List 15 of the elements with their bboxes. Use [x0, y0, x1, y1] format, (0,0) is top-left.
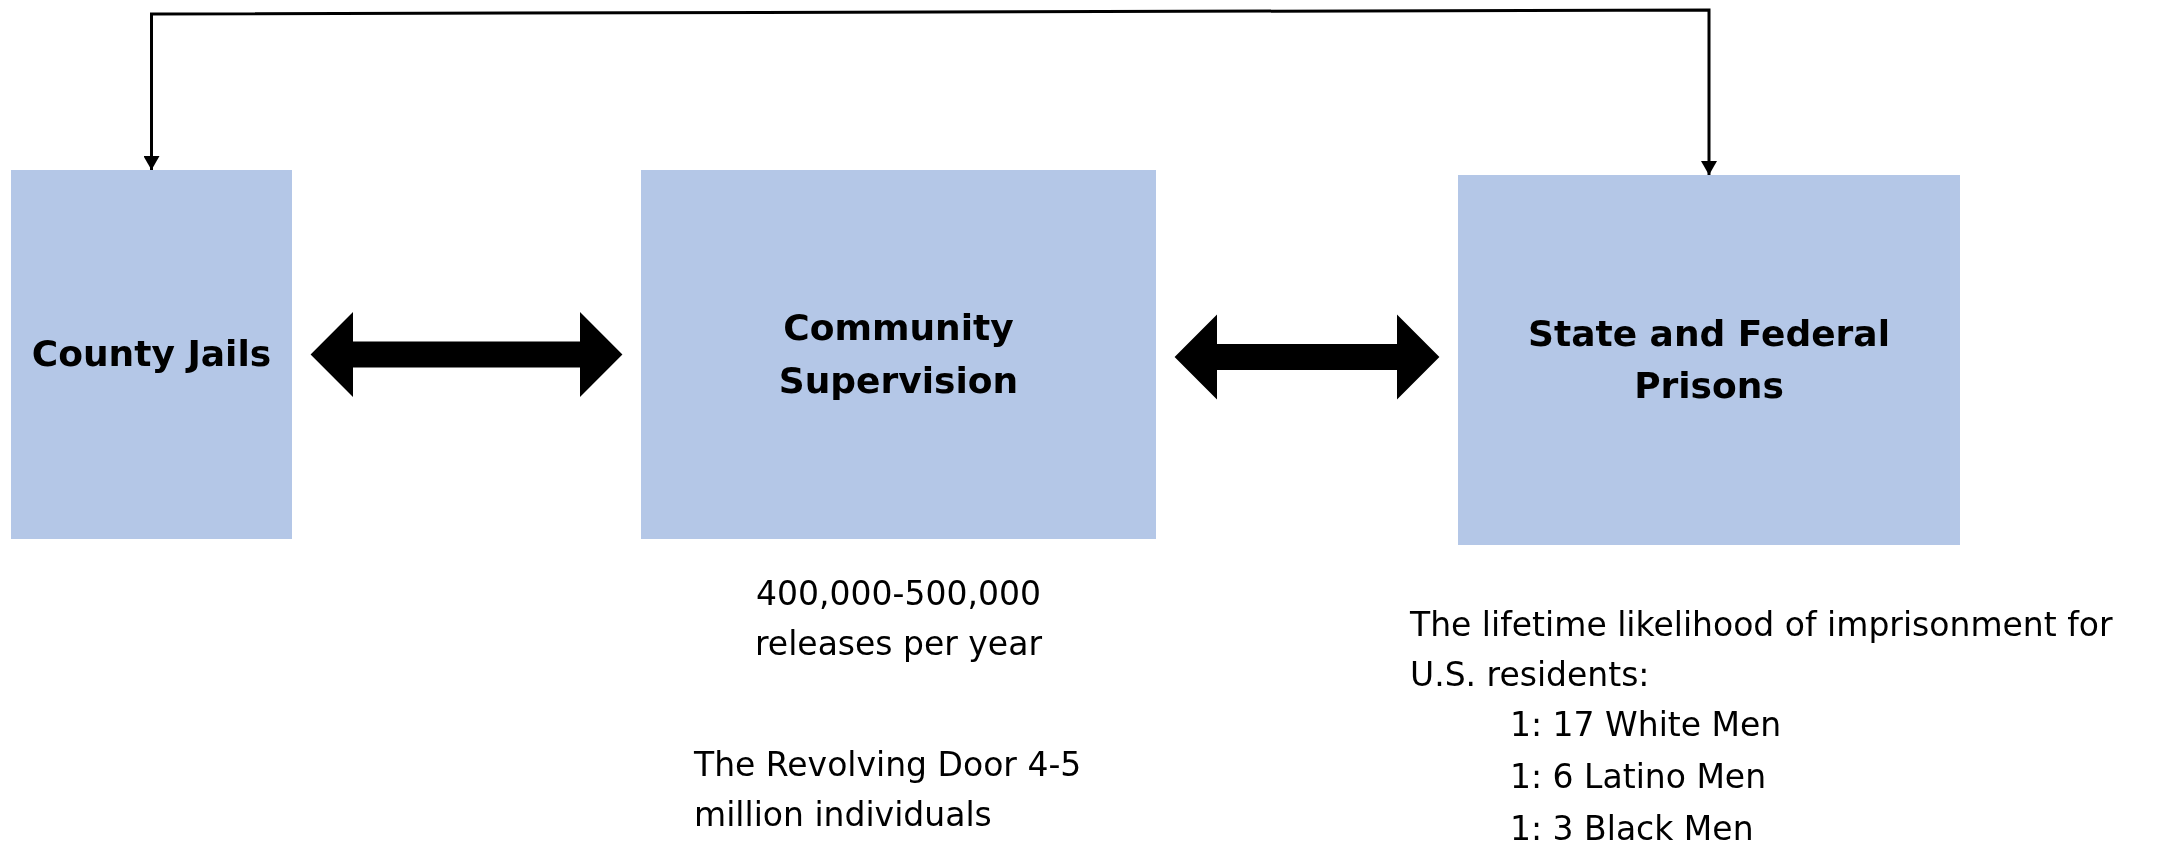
- box-title: County Jails: [31, 332, 272, 377]
- note-text: The Revolving Door 4-5 million individuals: [694, 744, 1083, 836]
- double-arrow: [310, 312, 623, 397]
- statistic-text: 1: 6 Latino Men: [1510, 756, 1768, 798]
- box-title: Community Supervision: [777, 306, 1020, 403]
- statistic-text: 1: 3 Black Men: [1510, 808, 1755, 849]
- box-title: State and Federal Prisons: [1527, 311, 1891, 408]
- process-box: [11, 170, 292, 539]
- statistic-text: 1: 17 White Men: [1510, 704, 1783, 746]
- double-arrow: [1174, 314, 1440, 400]
- note-text: The lifetime likelihood of imprisonment for U.S. residents:: [1410, 604, 2114, 696]
- process-box: [641, 170, 1156, 539]
- process-box: [1458, 175, 1960, 545]
- connector-arrow: [143, 8, 1717, 175]
- caption-text: 400,000-500,000 releases per year: [754, 573, 1043, 665]
